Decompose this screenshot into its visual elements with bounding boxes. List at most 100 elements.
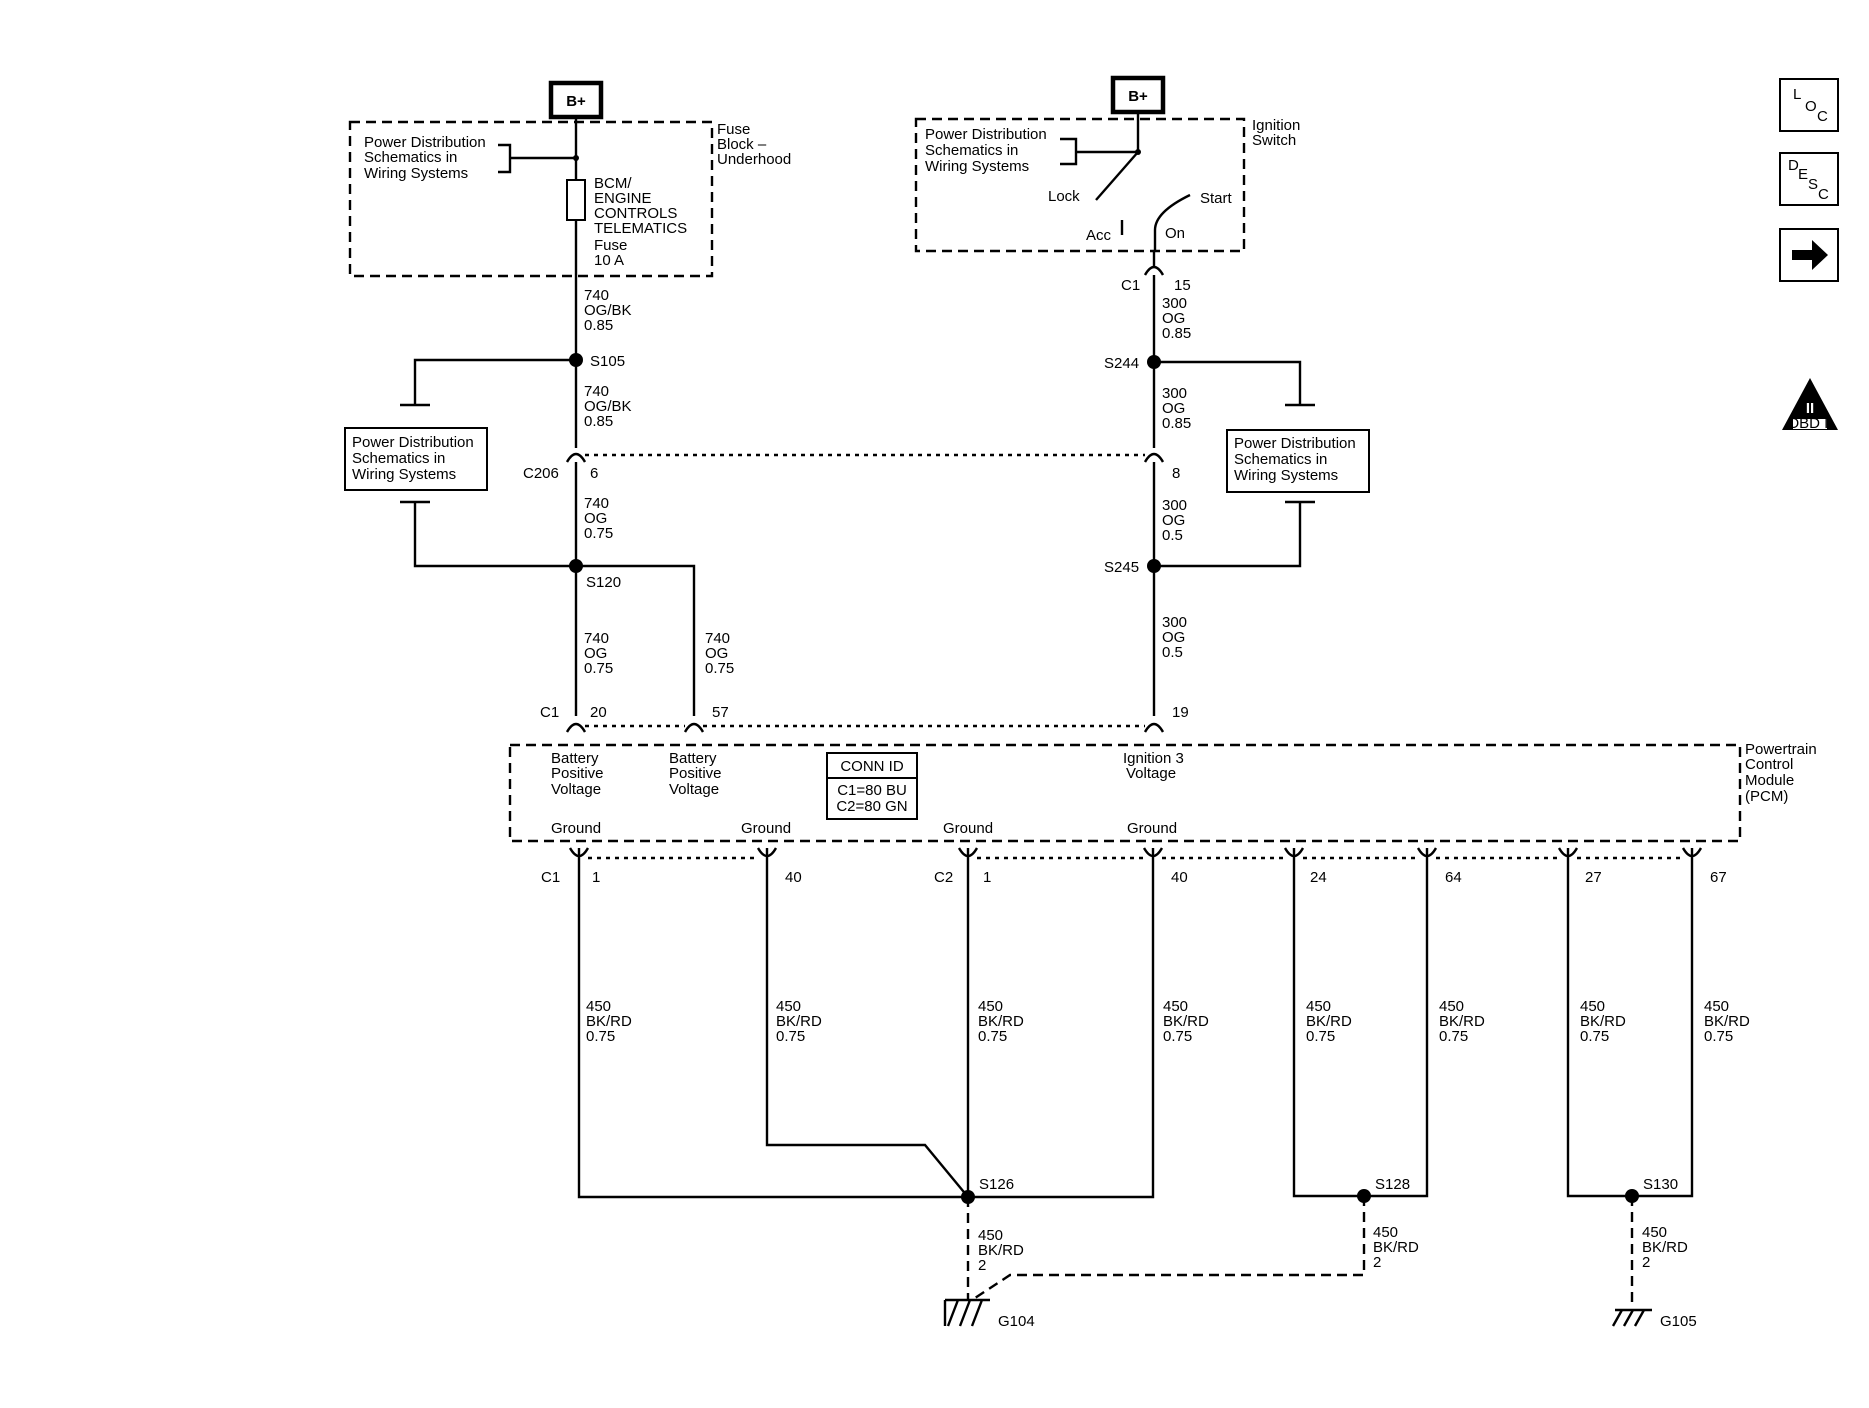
fuse-line-5: Fuse	[594, 237, 627, 254]
bplus-left: B+	[548, 80, 604, 120]
svg-text:OG/BK: OG/BK	[584, 398, 632, 415]
svg-text:450: 450	[1439, 998, 1464, 1015]
pin-27-label: 27	[1585, 869, 1602, 886]
svg-text:BK/RD: BK/RD	[1642, 1239, 1688, 1256]
pin-40-label: 40	[785, 869, 802, 886]
loc-button[interactable]: L O C	[1779, 78, 1839, 132]
svg-text:740: 740	[584, 383, 609, 400]
desc-button[interactable]: D E S C	[1779, 152, 1839, 206]
svg-text:450: 450	[1580, 998, 1605, 1015]
svg-text:450: 450	[1642, 1224, 1667, 1241]
ref-line-2: Schematics in	[364, 149, 457, 166]
pcm-c2-bottom-connector: C2 1 40 24 64 27 67	[934, 847, 1727, 886]
pin-19-label: 19	[1172, 704, 1189, 721]
svg-text:OG: OG	[1162, 512, 1185, 529]
pcm-battery-positive-voltage-2: Battery Positive Voltage	[669, 750, 722, 798]
ignition-switch-power-dist-ref[interactable]: Power Distribution Schematics in Wiring …	[925, 126, 1138, 175]
ground-icon	[1611, 1308, 1652, 1327]
pcm-c1-bottom-connector: C1 1 40	[541, 847, 802, 886]
power-dist-ref-left[interactable]: Power Distribution Schematics in Wiring …	[344, 358, 576, 568]
pin-67-label: 67	[1710, 869, 1727, 886]
svg-text:0.75: 0.75	[776, 1028, 805, 1045]
pin-15-label: 15	[1174, 277, 1191, 294]
svg-text:300: 300	[1162, 295, 1187, 312]
svg-text:BK/RD: BK/RD	[776, 1013, 822, 1030]
svg-text:2: 2	[1373, 1254, 1381, 1271]
svg-text:BK/RD: BK/RD	[1580, 1013, 1626, 1030]
svg-text:450: 450	[586, 998, 611, 1015]
arrow-right-icon	[1792, 240, 1828, 270]
svg-text:450: 450	[978, 998, 1003, 1015]
svg-text:L: L	[1793, 86, 1801, 103]
svg-text:C: C	[1818, 186, 1829, 203]
svg-text:BK/RD: BK/RD	[586, 1013, 632, 1030]
power-dist-ref-right[interactable]: Power Distribution Schematics in Wiring …	[1154, 360, 1370, 568]
next-button[interactable]	[1779, 228, 1839, 282]
svg-text:2: 2	[1642, 1254, 1650, 1271]
svg-text:450: 450	[978, 1227, 1003, 1244]
splice-s126-label: S126	[979, 1176, 1014, 1193]
svg-text:BK/RD: BK/RD	[1306, 1013, 1352, 1030]
bplus-right-label: B+	[1128, 88, 1148, 105]
svg-text:0.75: 0.75	[1439, 1028, 1468, 1045]
pcm-name-2: Control	[1745, 756, 1793, 773]
switch-acc-label: Acc	[1086, 227, 1112, 244]
splice-s105-label: S105	[590, 353, 625, 370]
wire-label-450-s126-g104: 450 BK/RD 2	[978, 1227, 1024, 1274]
fuse-line-4: TELEMATICS	[594, 220, 687, 237]
ignition-switch-name-1: Ignition	[1252, 117, 1300, 134]
circuit-740-branch-wire[interactable]	[576, 564, 696, 716]
svg-text:0.75: 0.75	[978, 1028, 1007, 1045]
svg-text:BK/RD: BK/RD	[1373, 1239, 1419, 1256]
splice-s245-label: S245	[1104, 559, 1139, 576]
splice-s244-label: S244	[1104, 355, 1139, 372]
fuse-line-6: 10 A	[594, 252, 624, 269]
fuse-line-2: ENGINE	[594, 190, 652, 207]
wire-label-450-c1-1: 450 BK/RD 0.75	[586, 998, 632, 1045]
pin-20-label: 20	[590, 704, 607, 721]
svg-text:E: E	[1798, 166, 1808, 183]
fuse-block-name-1: Fuse	[717, 121, 750, 138]
svg-text:BK/RD: BK/RD	[1704, 1013, 1750, 1030]
bplus-left-label: B+	[566, 93, 586, 110]
svg-text:BK/RD: BK/RD	[978, 1242, 1024, 1259]
svg-text:740: 740	[584, 495, 609, 512]
svg-text:0.75: 0.75	[584, 525, 613, 542]
ref-line-1: Power Distribution	[925, 126, 1047, 143]
svg-text:OG: OG	[705, 645, 728, 662]
splice-s120-label: S120	[586, 574, 621, 591]
fuse-block-name-2: Block –	[717, 136, 767, 153]
svg-text:740: 740	[705, 630, 730, 647]
svg-text:450: 450	[1373, 1224, 1398, 1241]
svg-text:OG: OG	[1162, 310, 1185, 327]
ref-line-1: Power Distribution	[352, 434, 474, 451]
wire-label-450-s130-g105: 450 BK/RD 2	[1642, 1224, 1688, 1271]
svg-text:D: D	[1788, 157, 1799, 174]
svg-text:BK/RD: BK/RD	[1163, 1013, 1209, 1030]
svg-text:450: 450	[776, 998, 801, 1015]
fuse-block-power-dist-ref[interactable]: Power Distribution Schematics in Wiring …	[364, 134, 576, 182]
wire-label-740-og-pin20: 740 OG 0.75	[584, 630, 613, 677]
bcm-engine-controls-telematics-fuse[interactable]: BCM/ ENGINE CONTROLS TELEMATICS Fuse 10 …	[566, 175, 687, 269]
ref-line-3: Wiring Systems	[1234, 467, 1338, 484]
fuse-line-3: CONTROLS	[594, 205, 677, 222]
fuse-block-name-3: Underhood	[717, 151, 791, 168]
ignition-switch-contact[interactable]	[1095, 151, 1139, 201]
pin-8-label: 8	[1172, 465, 1180, 482]
switch-start-label: Start	[1200, 190, 1233, 207]
svg-text:0.75: 0.75	[1704, 1028, 1733, 1045]
svg-text:Voltage: Voltage	[1126, 765, 1176, 782]
pin-40-label: 40	[1171, 869, 1188, 886]
connector-c206: C206 6 8	[523, 452, 1180, 482]
svg-text:0.85: 0.85	[584, 413, 613, 430]
pin-24-label: 24	[1310, 869, 1327, 886]
ground-wires-s126[interactable]	[577, 848, 1155, 1199]
obd-ii-badge: II OBD II	[1782, 378, 1838, 432]
pcm-ground-label-1: Ground	[551, 820, 601, 837]
svg-text:0.75: 0.75	[584, 660, 613, 677]
conn-id-line-1: C1=80 BU	[837, 782, 907, 799]
obd-ii-top-label: II	[1806, 400, 1814, 417]
ground-lead-g104[interactable]	[966, 1196, 1366, 1302]
splice-s245[interactable]	[1147, 559, 1161, 573]
